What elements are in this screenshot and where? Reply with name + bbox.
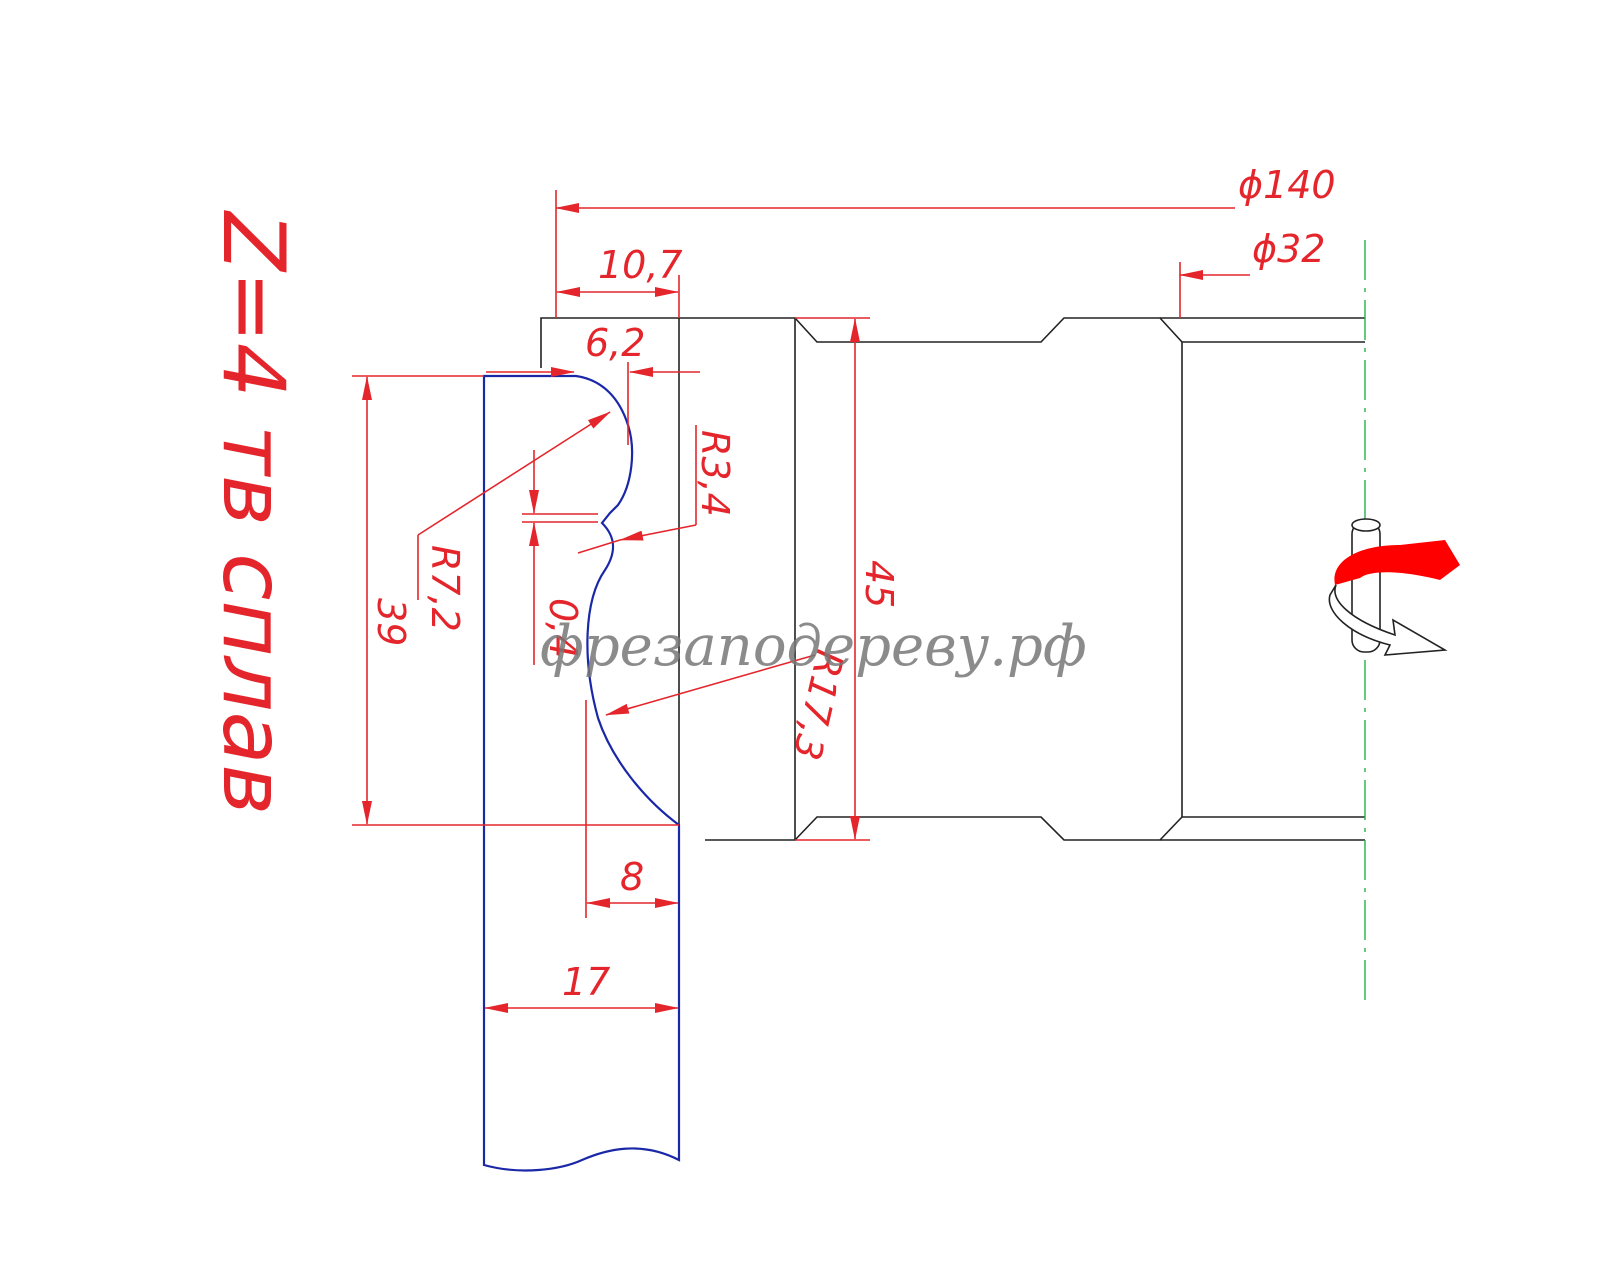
svg-text:45: 45 bbox=[857, 560, 901, 608]
svg-text:0,4: 0,4 bbox=[541, 598, 585, 658]
dim-radius-small: R3,4 bbox=[577, 425, 737, 554]
dim-step-top: 6,2 bbox=[486, 321, 700, 445]
dim-step-small: 0,4 bbox=[522, 450, 598, 665]
dim-radius-upper: R7,2 bbox=[417, 411, 611, 632]
svg-text:ϕ140: ϕ140 bbox=[1238, 163, 1336, 207]
workpiece-profile bbox=[482, 374, 681, 1172]
dim-outer-diameter: ϕ140 bbox=[555, 163, 1336, 318]
watermark: фрезаподереву.рф bbox=[540, 614, 1087, 679]
cutter-note: Z=4 тв сплав bbox=[203, 210, 303, 815]
svg-text:17: 17 bbox=[562, 960, 610, 1004]
svg-text:R3,4: R3,4 bbox=[693, 430, 737, 517]
dim-width-stock: 17 bbox=[484, 960, 679, 1013]
svg-text:10,7: 10,7 bbox=[598, 243, 683, 287]
svg-text:8: 8 bbox=[620, 855, 644, 899]
cutter-body bbox=[540, 317, 1365, 841]
rotation-arrow-icon bbox=[1328, 518, 1460, 656]
dim-bore-diameter: ϕ32 bbox=[1179, 227, 1325, 318]
svg-text:6,2: 6,2 bbox=[585, 321, 645, 365]
dim-height-profile: 39 bbox=[352, 375, 679, 826]
svg-text:R7,2: R7,2 bbox=[423, 545, 467, 632]
svg-text:ϕ32: ϕ32 bbox=[1252, 227, 1325, 271]
dim-depth-bottom: 8 bbox=[585, 700, 679, 918]
dim-width-top: 10,7 bbox=[556, 243, 683, 318]
dim-height-total: 45 bbox=[795, 317, 901, 841]
svg-text:39: 39 bbox=[369, 598, 413, 646]
